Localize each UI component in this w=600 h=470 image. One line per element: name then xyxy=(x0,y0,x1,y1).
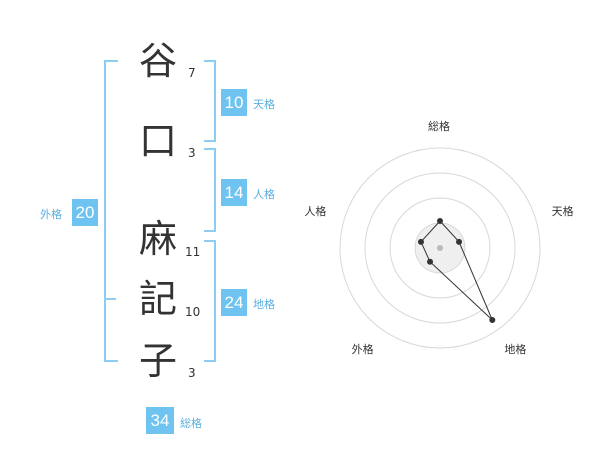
radar-point-4 xyxy=(417,238,424,245)
stroke-count-2: 3 xyxy=(188,146,196,160)
stroke-count-4: 10 xyxy=(185,305,201,319)
tenkaku-value: 10 xyxy=(221,89,247,116)
name-char-5: 子 xyxy=(138,339,177,383)
name-char-3: 麻 xyxy=(138,217,177,261)
soukaku-label: 総格 xyxy=(180,417,202,430)
radar-chart xyxy=(339,147,541,349)
gaikaku-value: 20 xyxy=(72,199,98,226)
jinkaku-value: 14 xyxy=(221,179,247,206)
radar-axis-label-4: 人格 xyxy=(304,204,327,218)
soukaku-value: 34 xyxy=(146,407,174,434)
stroke-count-1: 7 xyxy=(188,66,196,80)
gaikaku-bracket-tick xyxy=(104,298,116,300)
radar-axis-label-2: 地格 xyxy=(504,342,527,356)
radar-axis-label-0: 総格 xyxy=(428,119,450,133)
radar-grid-ring xyxy=(389,197,491,299)
stroke-count-3: 11 xyxy=(185,245,201,259)
radar-point-1 xyxy=(456,238,463,245)
radar-series-line xyxy=(420,220,493,321)
jinkaku-bracket xyxy=(204,148,216,232)
radar-center-dot xyxy=(437,245,443,251)
tenkaku-label: 天格 xyxy=(253,98,275,111)
name-char-1: 谷 xyxy=(138,39,177,83)
gaikaku-bracket xyxy=(104,60,118,362)
radar-axis-label-1: 天格 xyxy=(551,204,574,218)
chikaku-label: 地格 xyxy=(253,298,275,311)
radar-point-0 xyxy=(437,218,443,224)
jinkaku-label: 人格 xyxy=(253,188,275,201)
tenkaku-bracket xyxy=(204,60,216,142)
radar-point-3 xyxy=(427,258,434,265)
chikaku-bracket xyxy=(204,240,216,362)
radar-point-2 xyxy=(489,317,496,324)
radar-grid-ring xyxy=(364,172,516,324)
stroke-count-5: 3 xyxy=(188,366,196,380)
chikaku-value: 24 xyxy=(221,289,247,316)
radar-grid-ring xyxy=(339,147,541,349)
name-char-4: 記 xyxy=(138,277,177,321)
radar-axis-label-3: 外格 xyxy=(351,342,374,356)
gaikaku-label: 外格 xyxy=(40,208,62,221)
name-char-2: 口 xyxy=(138,119,177,163)
